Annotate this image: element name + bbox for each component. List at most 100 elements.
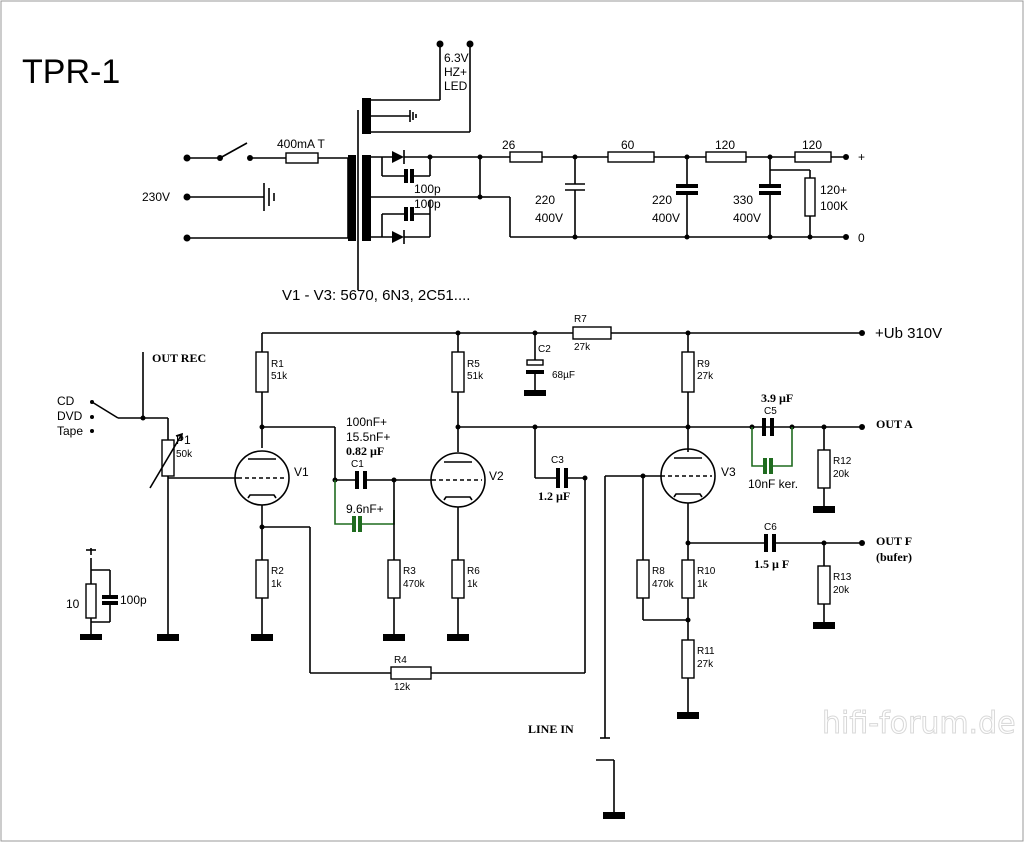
r12-value: 20k [833, 469, 850, 480]
amplifier: +Ub 310V R7 27k C2 68µF CD DVD Tape OUT … [57, 314, 942, 819]
r4-resistor [390, 666, 432, 680]
fuse [285, 152, 319, 164]
input-selector-switch [91, 401, 119, 419]
filter-resistor-1-label: 26 [502, 138, 516, 152]
out-f-sublabel: (bufer) [876, 550, 912, 564]
r11-label: R11 [697, 646, 715, 657]
diode-lower [392, 231, 404, 243]
diagram-title: TPR-1 [22, 53, 120, 91]
input-tape: Tape [57, 424, 83, 438]
load-resistor [804, 177, 816, 217]
r10-resistor [681, 559, 695, 599]
r12-label: R12 [833, 456, 852, 467]
r2-label: R2 [271, 566, 284, 577]
mains-switch [219, 142, 248, 159]
c3-label: C3 [551, 455, 564, 466]
r2-value: 1k [271, 579, 283, 590]
r8-label: R8 [652, 566, 665, 577]
r8-value: 470k [652, 579, 675, 590]
filter-resistor-4-label: 120 [802, 138, 822, 152]
r1-value: 51k [271, 371, 288, 382]
transformer-heater-core [362, 98, 371, 134]
r1-resistor [255, 351, 269, 393]
input-cd: CD [57, 394, 75, 408]
r9-resistor [681, 351, 695, 393]
r12-resistor [817, 449, 831, 489]
r5-value: 51k [467, 371, 484, 382]
v2-label: V2 [489, 469, 504, 483]
line-in-label: LINE IN [528, 722, 574, 736]
r3-label: R3 [403, 566, 416, 577]
diode-cap-label-1: 100p [414, 182, 441, 196]
filter-resistor-4 [794, 151, 832, 163]
r1-label: R1 [271, 359, 284, 370]
heater-label-2: HZ+ [444, 65, 467, 79]
r3-resistor [387, 559, 401, 599]
r7-value: 27k [574, 342, 591, 353]
r10-value: 1k [697, 579, 709, 590]
load-resistor-label-2: 100K [820, 199, 848, 213]
c1-label: C1 [351, 459, 364, 470]
cap-1-voltage: 400V [535, 211, 563, 225]
r2-resistor [255, 559, 269, 599]
tubes-note: V1 - V3: 5670, 6N3, 2C51.... [282, 287, 470, 304]
watermark: hifi-forum.de [822, 706, 1016, 741]
filter-resistor-2 [607, 151, 655, 163]
c1-bypass-label: 9.6nF+ [346, 502, 384, 516]
filter-resistor-3-label: 120 [715, 138, 735, 152]
r11-resistor [681, 639, 695, 679]
heater-label-3: LED [444, 79, 468, 93]
r7-resistor [572, 326, 612, 340]
v1-label: V1 [294, 465, 309, 479]
r9-label: R9 [697, 359, 710, 370]
gnd-resistor [85, 583, 97, 619]
filter-resistor-1 [509, 151, 543, 163]
transformer-secondary-core [362, 155, 371, 241]
v3-label: V3 [721, 465, 736, 479]
p1-label: P1 [176, 433, 191, 447]
r3-value: 470k [403, 579, 426, 590]
cap-3-voltage: 400V [733, 211, 761, 225]
c5-value: 3.9 µF [761, 391, 793, 405]
diode-upper [392, 151, 404, 163]
power-supply: 400mA T 230V 6.3V HZ+ LED [142, 40, 865, 290]
r6-value: 1k [467, 579, 479, 590]
c3-value: 1.2 µF [538, 489, 570, 503]
heater-label-1: 6.3V [444, 51, 469, 65]
r6-resistor [451, 559, 465, 599]
cap-2-voltage: 400V [652, 211, 680, 225]
c2-value: 68µF [552, 370, 575, 381]
filter-resistor-2-label: 60 [621, 138, 635, 152]
filter-resistor-3 [705, 151, 747, 163]
r8-resistor [636, 559, 650, 599]
r7-label: R7 [574, 314, 587, 325]
r11-value: 27k [697, 659, 714, 670]
r6-label: R6 [467, 566, 480, 577]
r9-value: 27k [697, 371, 714, 382]
mains-label: 230V [142, 190, 170, 204]
cap-1-label: 220 [535, 193, 555, 207]
cap-3-label: 330 [733, 193, 753, 207]
gnd-cap-label: 100p [120, 593, 147, 607]
r13-resistor [817, 565, 831, 605]
input-dvd: DVD [57, 409, 83, 423]
c5-label: C5 [764, 406, 777, 417]
c2-capacitor [526, 359, 544, 366]
zero-terminal-label: 0 [858, 231, 865, 245]
c6-value: 1.5 µ F [754, 557, 789, 571]
fuse-label: 400mA T [277, 137, 325, 151]
r13-label: R13 [833, 572, 852, 583]
load-resistor-label-1: 120+ [820, 183, 847, 197]
diode-cap-label-2: 100p [414, 197, 441, 211]
r5-resistor [451, 351, 465, 393]
out-a-label: OUT A [876, 417, 913, 431]
c1-value-3: 0.82 µF [346, 444, 384, 458]
transformer-primary-core [348, 155, 356, 241]
r4-value: 12k [394, 682, 411, 693]
ub-label: +Ub 310V [875, 325, 942, 342]
r4-label: R4 [394, 655, 407, 666]
r13-value: 20k [833, 585, 850, 596]
plus-terminal-label: + [858, 150, 865, 164]
